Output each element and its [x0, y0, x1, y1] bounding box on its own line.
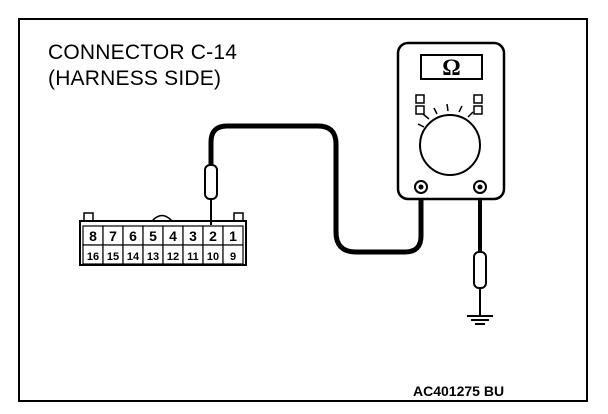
- ground-symbol-icon: [467, 315, 493, 325]
- connector-pin-bottom-14: 14: [127, 251, 140, 263]
- probe-connector: [204, 164, 218, 225]
- ohmmeter-icon: [396, 41, 506, 201]
- connector-pin-top-6: 6: [129, 228, 137, 244]
- connector-pin-top-1: 1: [229, 228, 237, 244]
- connector-title-line1: CONNECTOR C-14: [48, 41, 238, 64]
- connector-pin-bottom-11: 11: [187, 251, 199, 263]
- connector-pin-bottom-10: 10: [207, 251, 219, 263]
- connector-pin-top-4: 4: [169, 228, 177, 244]
- connector-pin-bottom-12: 12: [167, 251, 179, 263]
- test-lead-wire-left: [208, 123, 424, 255]
- connector-pin-bottom-16: 16: [87, 251, 99, 263]
- connector-pin-top-5: 5: [149, 228, 157, 244]
- connector-pin-bottom-15: 15: [107, 251, 119, 263]
- ohm-symbol: Ω: [442, 55, 460, 80]
- connector-pin-cell: [222, 244, 244, 265]
- connector-pin-top-3: 3: [189, 228, 197, 244]
- figure-code: AC401275 BU: [413, 383, 505, 399]
- connector-pin-top-7: 7: [109, 228, 117, 244]
- connector-title: CONNECTOR C-14 (HARNESS SIDE): [48, 40, 237, 92]
- connector-pin-top-2: 2: [209, 228, 217, 244]
- connector-pin-bottom-13: 13: [147, 251, 159, 263]
- connector-pin-top-8: 8: [89, 228, 97, 244]
- connector-pin-bottom-9: 9: [230, 251, 236, 263]
- connector-title-line2: (HARNESS SIDE): [48, 67, 222, 90]
- probe-ground: [473, 251, 487, 315]
